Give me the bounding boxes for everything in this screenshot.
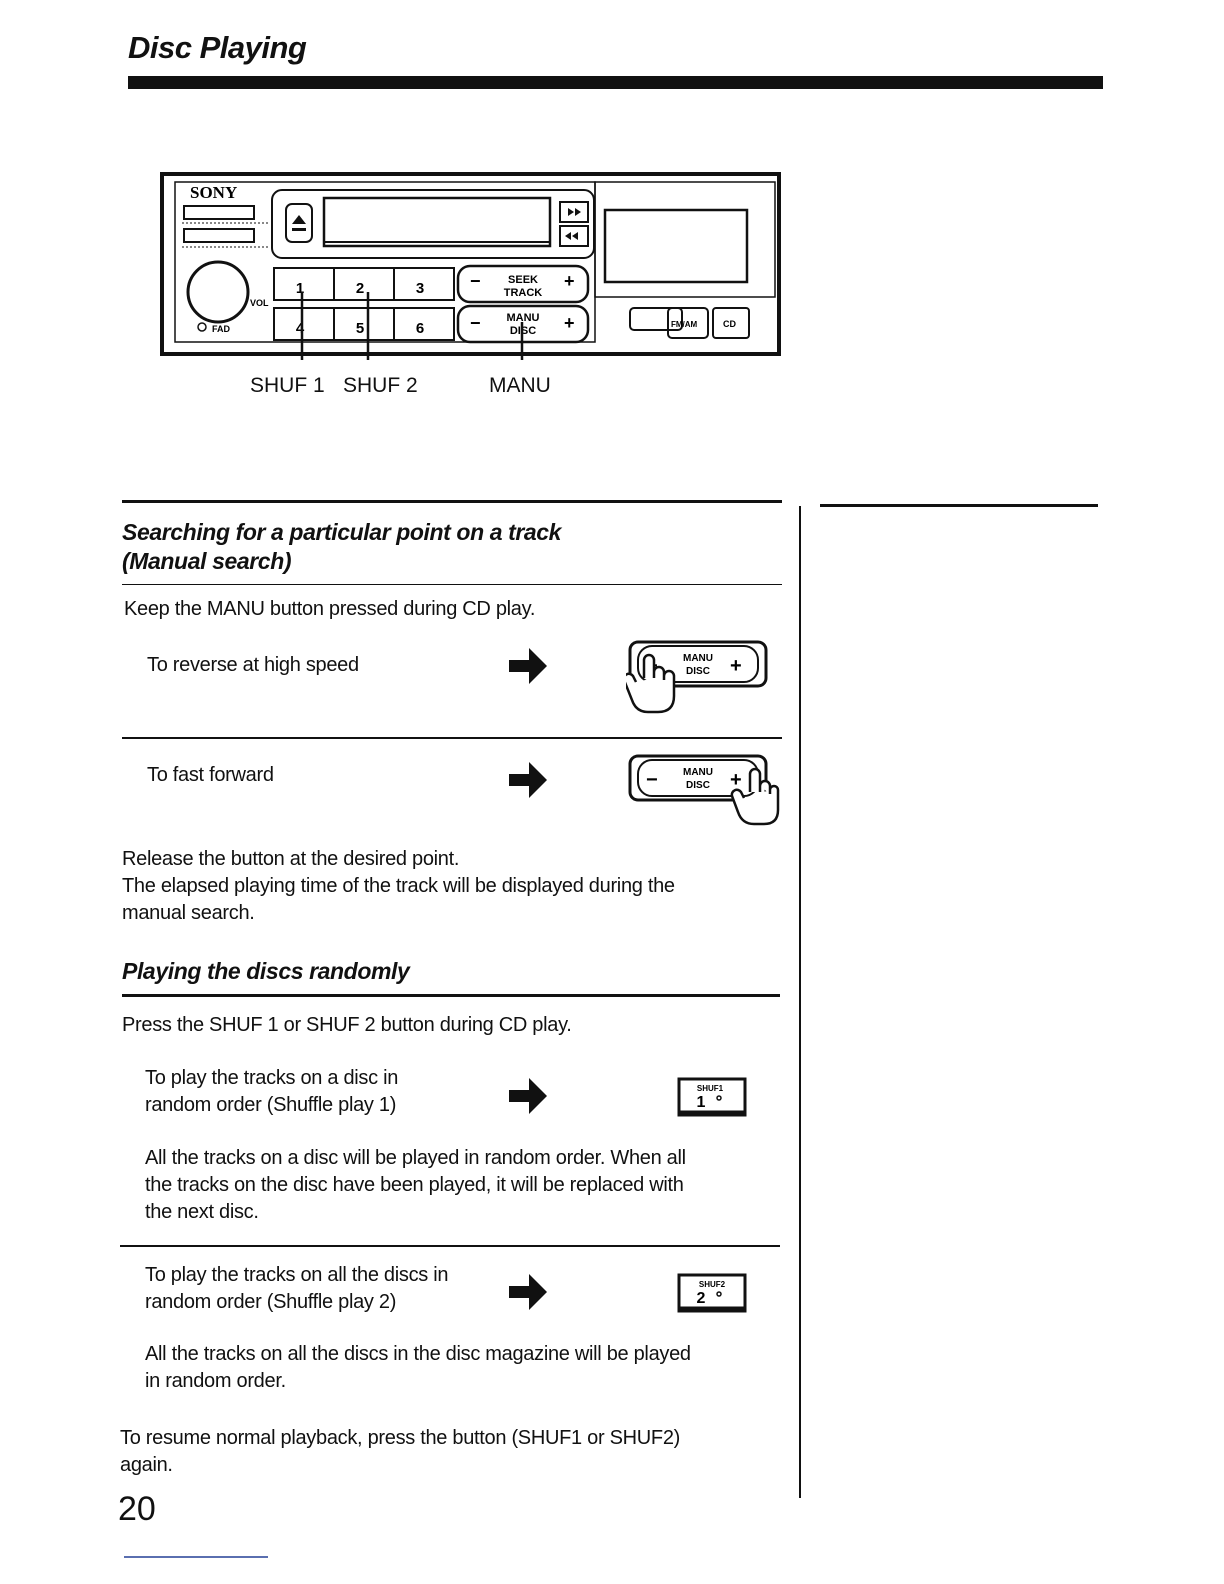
bottom-rule: [124, 1556, 268, 1558]
preset-4: 4: [296, 320, 305, 337]
eject-icon: [285, 203, 313, 243]
svg-text:+: +: [730, 655, 742, 677]
shuffle2-line1: To play the tracks on all the discs in: [145, 1264, 449, 1286]
page-title: Disc Playing: [128, 30, 307, 65]
svg-text:VOL: VOL: [250, 298, 269, 308]
svg-text:+: +: [564, 271, 575, 291]
heading-manual-search-1: Searching for a particular point on a tr…: [122, 519, 562, 545]
shuffle1-desc-2: the tracks on the disc have been played,…: [145, 1174, 684, 1196]
shuffle1-line1: To play the tracks on a disc in: [145, 1067, 399, 1089]
resume-text-2: again.: [120, 1454, 173, 1476]
svg-text:MANU: MANU: [683, 767, 713, 778]
svg-text:DISC: DISC: [686, 780, 710, 791]
svg-text:FM/AM: FM/AM: [671, 320, 698, 329]
release-text-1: Release the button at the desired point.: [122, 848, 460, 870]
release-text-3: manual search.: [122, 902, 255, 924]
manu-disc-forward-icon: − + MANU DISC: [628, 754, 780, 826]
manual-search-intro: Keep the MANU button pressed during CD p…: [124, 598, 536, 620]
resume-text-1: To resume normal playback, press the but…: [120, 1427, 680, 1449]
svg-text:−: −: [470, 313, 481, 333]
svg-text:MANU: MANU: [507, 312, 540, 324]
shuffle1-desc-3: the next disc.: [145, 1201, 259, 1223]
svg-text:+: +: [564, 313, 575, 333]
car-stereo-illustration: SONY VOL FAD 1 2 3 4 5 6 SEEK TRACK MANU…: [160, 172, 781, 360]
svg-text:SHUF1: SHUF1: [697, 1084, 724, 1093]
shuffle2-desc-1: All the tracks on all the discs in the d…: [145, 1343, 691, 1365]
svg-text:+: +: [730, 769, 742, 791]
svg-text:SHUF2: SHUF2: [699, 1280, 726, 1289]
svg-text:FAD: FAD: [212, 324, 231, 334]
arrow-right-icon: [509, 648, 547, 684]
random-intro: Press the SHUF 1 or SHUF 2 button during…: [122, 1014, 572, 1036]
arrow-right-icon: [509, 1078, 547, 1114]
shuffle2-desc-2: in random order.: [145, 1370, 286, 1392]
svg-text:MANU: MANU: [683, 653, 713, 664]
reverse-label: To reverse at high speed: [147, 654, 359, 676]
svg-text:CD: CD: [723, 319, 736, 329]
brand-logo: SONY: [190, 183, 237, 202]
shuffle1-line2: random order (Shuffle play 1): [145, 1094, 397, 1116]
preset-6: 6: [416, 320, 424, 337]
shuf1-button-icon: SHUF1 1: [677, 1077, 747, 1117]
svg-text:−: −: [470, 271, 481, 291]
svg-text:DISC: DISC: [686, 666, 710, 677]
svg-text:SEEK: SEEK: [508, 274, 538, 286]
heading-random: Playing the discs randomly: [122, 958, 410, 984]
preset-2: 2: [356, 280, 364, 297]
shuf2-button-icon: SHUF2 2: [677, 1273, 747, 1313]
svg-text:1: 1: [697, 1094, 706, 1111]
preset-5: 5: [356, 320, 364, 337]
callout-shuf1: SHUF 1: [250, 374, 325, 397]
shuffle1-desc-1: All the tracks on a disc will be played …: [145, 1147, 686, 1169]
page-number: 20: [118, 1490, 156, 1528]
column-divider: [799, 506, 801, 1498]
arrow-right-icon: [509, 762, 547, 798]
heading-manual-search-2: (Manual search): [122, 548, 292, 574]
svg-text:2: 2: [697, 1290, 706, 1307]
shuffle2-line2: random order (Shuffle play 2): [145, 1291, 397, 1313]
release-text-2: The elapsed playing time of the track wi…: [122, 875, 675, 897]
callout-manu: MANU: [489, 374, 551, 397]
forward-label: To fast forward: [147, 764, 274, 786]
svg-text:−: −: [646, 769, 658, 791]
arrow-right-icon: [509, 1274, 547, 1310]
side-column-rule: [820, 504, 1098, 507]
section-rule-top: [122, 500, 782, 503]
title-rule: [128, 76, 1103, 89]
svg-text:TRACK: TRACK: [504, 287, 543, 299]
preset-3: 3: [416, 280, 424, 297]
preset-1: 1: [296, 280, 304, 297]
manu-disc-reverse-icon: − + MANU DISC: [626, 640, 768, 714]
callout-shuf2: SHUF 2: [343, 374, 418, 397]
